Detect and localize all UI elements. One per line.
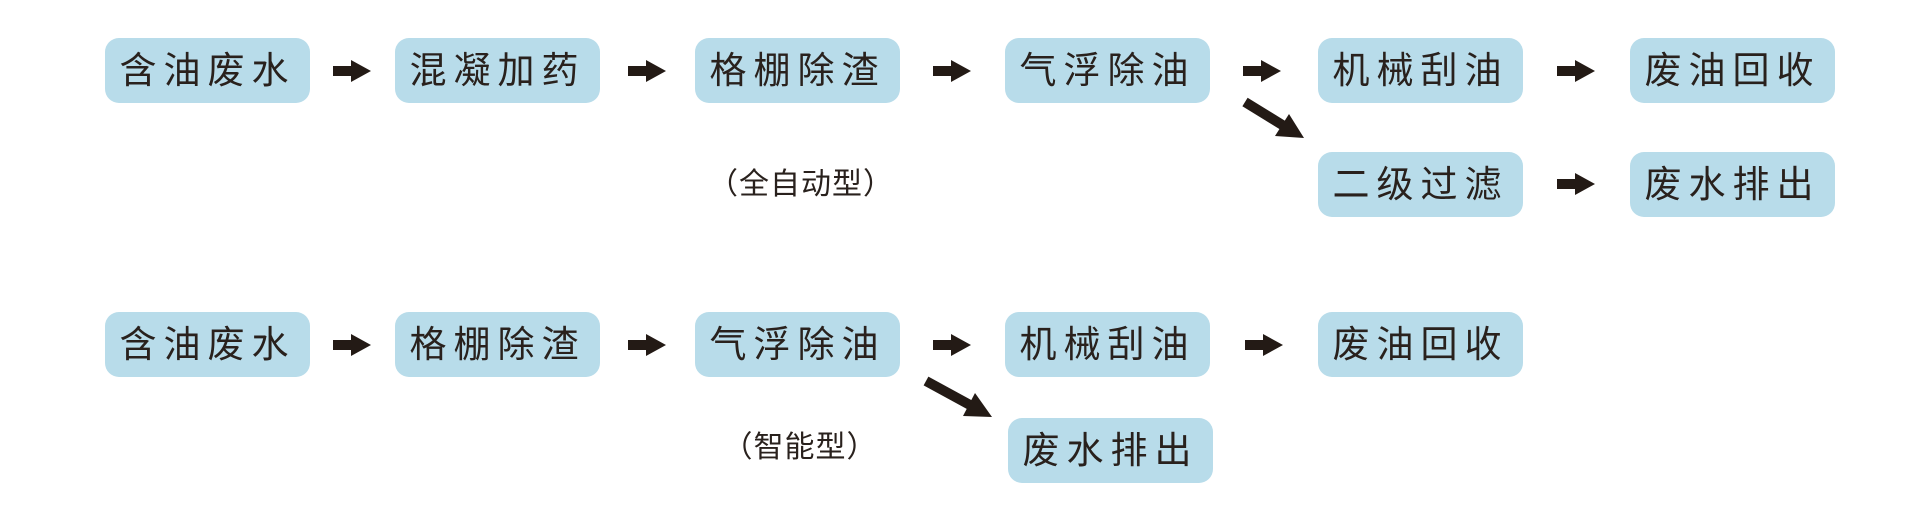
arrow-right-icon <box>933 334 971 356</box>
node-mechanical-oil-scraping-smart: 机械刮油 <box>1005 312 1210 377</box>
node-oily-wastewater-smart: 含油废水 <box>105 312 310 377</box>
arrow-diagonal-icon <box>923 376 992 417</box>
node-air-flotation-deoiling-smart: 气浮除油 <box>695 312 900 377</box>
arrow-right-icon <box>333 60 371 82</box>
node-screen-deslagging-auto: 格棚除渣 <box>695 38 900 103</box>
node-oily-wastewater-auto: 含油废水 <box>105 38 310 103</box>
node-screen-deslagging-smart: 格棚除渣 <box>395 312 600 377</box>
arrow-right-icon <box>933 60 971 82</box>
arrow-right-icon <box>1557 173 1595 195</box>
arrow-right-icon <box>333 334 371 356</box>
arrow-diagonal-icon <box>1242 97 1304 138</box>
node-secondary-filtration-auto: 二级过滤 <box>1318 152 1523 217</box>
arrow-right-icon <box>1557 60 1595 82</box>
node-wastewater-discharge-smart: 废水排出 <box>1008 418 1213 483</box>
arrow-right-icon <box>1243 60 1281 82</box>
node-wastewater-discharge-auto: 废水排出 <box>1630 152 1835 217</box>
node-waste-oil-recovery-auto: 废油回收 <box>1630 38 1835 103</box>
node-coagulation-dosing-auto: 混凝加药 <box>395 38 600 103</box>
variant-label-auto: （全自动型） <box>708 168 894 201</box>
node-waste-oil-recovery-smart: 废油回收 <box>1318 312 1523 377</box>
arrow-right-icon <box>628 334 666 356</box>
arrow-right-icon <box>628 60 666 82</box>
arrow-right-icon <box>1245 334 1283 356</box>
variant-label-smart: （智能型） <box>722 431 878 464</box>
node-mechanical-oil-scraping-auto: 机械刮油 <box>1318 38 1523 103</box>
node-air-flotation-deoiling-auto: 气浮除油 <box>1005 38 1210 103</box>
